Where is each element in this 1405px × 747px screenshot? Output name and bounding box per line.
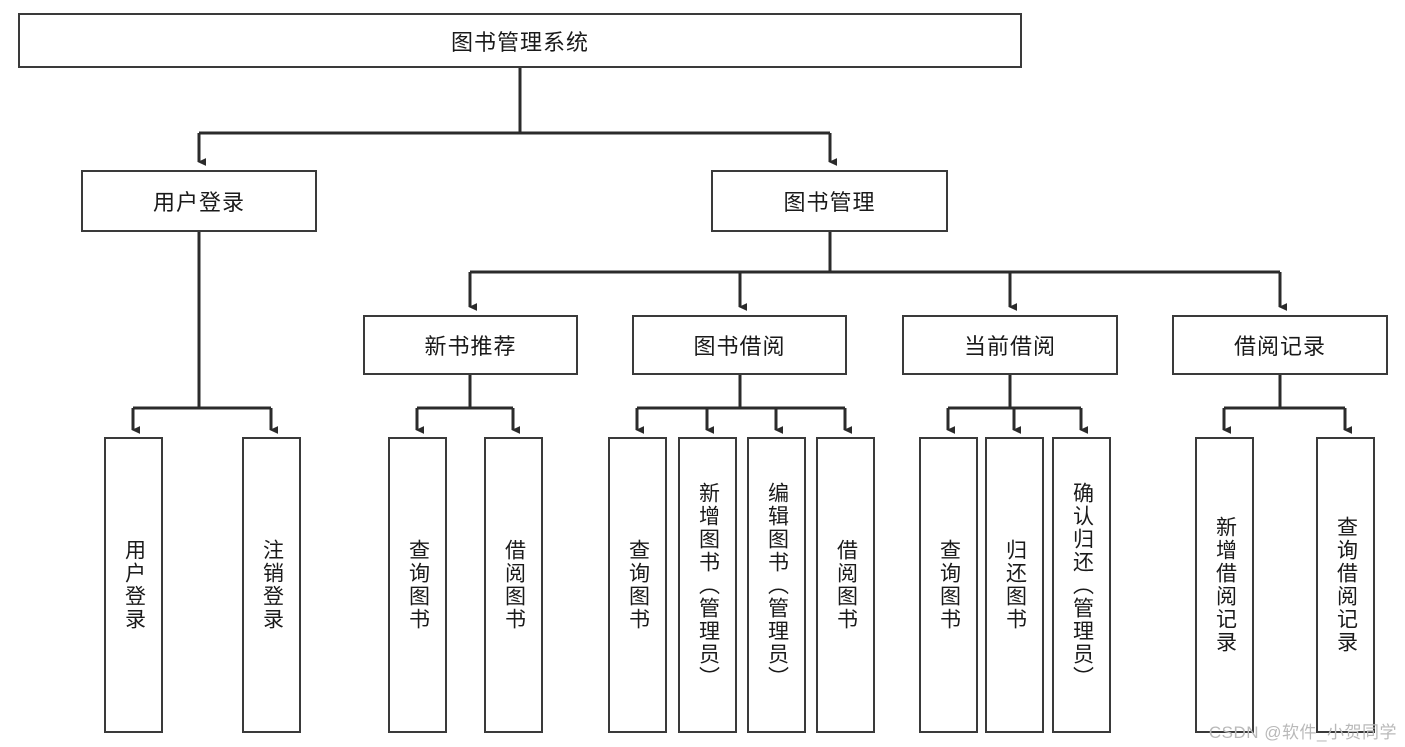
node-label: 用户登录: [152, 190, 245, 215]
node-label: 归还图书: [1003, 539, 1027, 631]
node-leaf-add-book-admin[interactable]: 新增图书（管理员）: [678, 437, 737, 733]
node-leaf-query-book-current[interactable]: 查询图书: [919, 437, 978, 733]
node-label: 图书管理系统: [450, 29, 589, 55]
node-leaf-borrow-book[interactable]: 借阅图书: [816, 437, 875, 733]
node-label: 确认归还（管理员）: [1070, 481, 1094, 689]
node-book-management[interactable]: 图书管理: [711, 170, 948, 232]
node-label: 查询借阅记录: [1334, 516, 1358, 654]
node-label: 图书借阅: [693, 334, 786, 359]
node-label: 当前借阅: [963, 334, 1056, 359]
node-label: 图书管理: [783, 190, 876, 215]
node-leaf-query-borrow-record[interactable]: 查询借阅记录: [1316, 437, 1375, 733]
node-label: 查询图书: [937, 539, 961, 631]
node-leaf-confirm-return-admin[interactable]: 确认归还（管理员）: [1052, 437, 1111, 733]
node-label: 新增借阅记录: [1213, 516, 1237, 654]
node-leaf-query-book-borrow[interactable]: 查询图书: [608, 437, 667, 733]
node-label: 借阅记录: [1233, 334, 1326, 359]
node-label: 查询图书: [626, 539, 650, 631]
node-label: 新增图书（管理员）: [696, 481, 720, 689]
node-current-borrow[interactable]: 当前借阅: [902, 315, 1118, 375]
node-label: 借阅图书: [502, 539, 526, 631]
node-user-login[interactable]: 用户登录: [81, 170, 317, 232]
node-book-borrow[interactable]: 图书借阅: [632, 315, 847, 375]
node-label: 借阅图书: [834, 539, 858, 631]
node-label: 注销登录: [260, 539, 284, 631]
node-leaf-query-book-recommend[interactable]: 查询图书: [388, 437, 447, 733]
node-label: 查询图书: [406, 539, 430, 631]
node-root-book-management-system[interactable]: 图书管理系统: [18, 13, 1022, 68]
node-label: 用户登录: [122, 539, 146, 631]
csdn-watermark: CSDN @软件_小贺同学: [1208, 723, 1397, 742]
node-new-book-recommend[interactable]: 新书推荐: [363, 315, 578, 375]
node-leaf-return-book[interactable]: 归还图书: [985, 437, 1044, 733]
node-leaf-logout[interactable]: 注销登录: [242, 437, 301, 733]
node-leaf-user-login[interactable]: 用户登录: [104, 437, 163, 733]
node-borrow-record[interactable]: 借阅记录: [1172, 315, 1388, 375]
node-label: 新书推荐: [424, 334, 517, 359]
node-leaf-borrow-book-recommend[interactable]: 借阅图书: [484, 437, 543, 733]
node-leaf-edit-book-admin[interactable]: 编辑图书（管理员）: [747, 437, 806, 733]
node-label: 编辑图书（管理员）: [765, 481, 789, 689]
node-leaf-add-borrow-record[interactable]: 新增借阅记录: [1195, 437, 1254, 733]
